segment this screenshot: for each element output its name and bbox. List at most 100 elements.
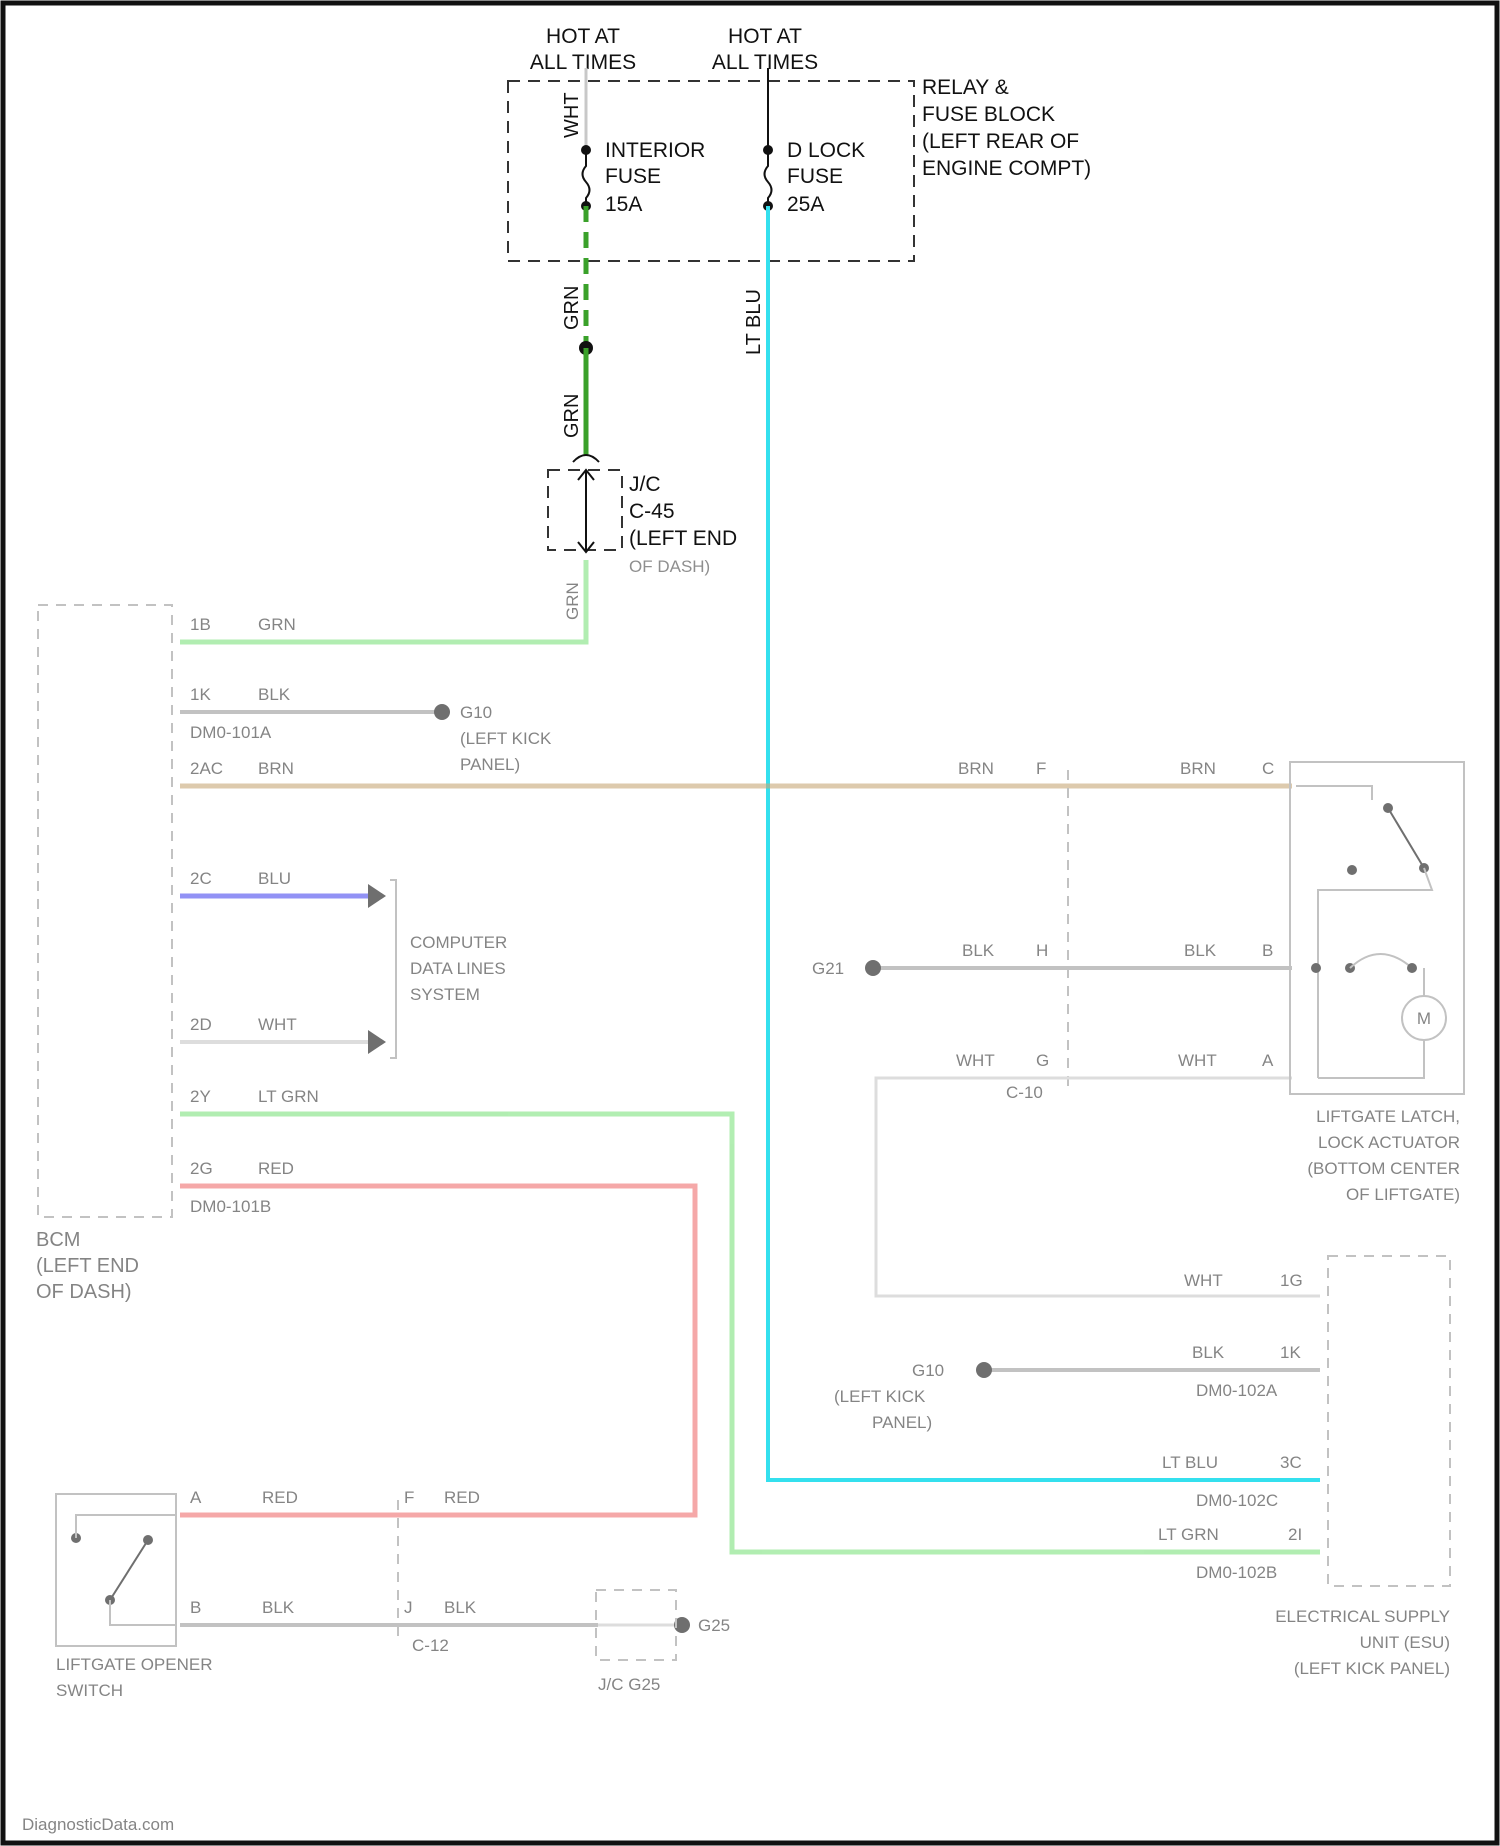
- pin-2c-label: 2C: [190, 869, 212, 888]
- interior-fuse-label-2: FUSE: [605, 165, 661, 188]
- hot-at-all-times-label-2: HOT AT: [728, 25, 802, 48]
- grn-wire-label-2: GRN: [561, 394, 583, 438]
- wht-wire-label: WHT: [561, 92, 583, 138]
- switch-red-mid-pin: F: [404, 1488, 414, 1507]
- pin-2y-label: 2Y: [190, 1087, 211, 1106]
- esu-label-2: UNIT (ESU): [1360, 1633, 1450, 1652]
- bcm-2g-red-wire: [180, 1186, 695, 1515]
- bcm-box: [38, 605, 172, 1217]
- jc-label-1: J/C: [629, 473, 661, 496]
- g21-label: G21: [812, 959, 844, 978]
- latch-internal-1: [1296, 786, 1372, 800]
- latch-node-3: [1407, 963, 1417, 973]
- switch-red-right-label: RED: [444, 1488, 480, 1507]
- latch-blk-pin-left: H: [1036, 941, 1048, 960]
- bcm-label-3: OF DASH): [36, 1281, 132, 1303]
- computer-data-label-3: SYSTEM: [410, 985, 480, 1004]
- pin-1k-label: 1K: [190, 685, 211, 704]
- pin-2d-label: 2D: [190, 1015, 212, 1034]
- latch-blk-right-label: BLK: [1184, 941, 1217, 960]
- pin-2y-wire-label: LT GRN: [258, 1087, 319, 1106]
- c10-label: C-10: [1006, 1083, 1043, 1102]
- relay-block-label-2: FUSE BLOCK: [922, 103, 1055, 126]
- pin-2ac-wire-label: BRN: [258, 759, 294, 778]
- latch-label-1: LIFTGATE LATCH,: [1316, 1107, 1460, 1126]
- esu-wht-label: WHT: [1184, 1271, 1223, 1290]
- pin-1b-wire-label: GRN: [258, 615, 296, 634]
- jc-grn-label: GRN: [563, 582, 582, 620]
- computer-data-bracket: [390, 880, 396, 1058]
- pin-1k-wire-label: BLK: [258, 685, 291, 704]
- switch-arm: [110, 1540, 148, 1600]
- relay-block-label-1: RELAY &: [922, 76, 1009, 99]
- wht-arrow: [368, 1030, 386, 1054]
- blu-arrow: [368, 884, 386, 908]
- lt-blu-wire: [768, 206, 1320, 1480]
- jc-label-3: (LEFT END: [629, 527, 737, 550]
- dlock-fuse-label-2: FUSE: [787, 165, 843, 188]
- liftgate-switch-box: [56, 1494, 176, 1646]
- latch-switch-arm: [1388, 808, 1424, 868]
- lt-blu-wire-label: LT BLU: [743, 289, 765, 355]
- hot-at-all-times-label-2b: ALL TIMES: [712, 51, 818, 74]
- latch-brn-left-label: BRN: [958, 759, 994, 778]
- hot-at-all-times-label-1b: ALL TIMES: [530, 51, 636, 74]
- esu-box: [1328, 1256, 1450, 1586]
- computer-data-label-1: COMPUTER: [410, 933, 507, 952]
- latch-label-4: OF LIFTGATE): [1346, 1185, 1460, 1204]
- esu-ltblu-pin: 3C: [1280, 1453, 1302, 1472]
- switch-red-pin: A: [190, 1488, 202, 1507]
- pin-2c-wire-label: BLU: [258, 869, 291, 888]
- pin-2d-wire-label: WHT: [258, 1015, 297, 1034]
- relay-block-label-3: (LEFT REAR OF: [922, 130, 1079, 153]
- watermark: DiagnosticData.com: [22, 1815, 174, 1834]
- esu-wht-pin: 1G: [1280, 1271, 1303, 1290]
- latch-brn-pin-right: C: [1262, 759, 1274, 778]
- latch-blk-pin-right: B: [1262, 941, 1273, 960]
- esu-blk-label: BLK: [1192, 1343, 1225, 1362]
- c12-label: C-12: [412, 1636, 449, 1655]
- pin-2g-wire-label: RED: [258, 1159, 294, 1178]
- interior-fuse-symbol: [583, 150, 590, 206]
- latch-node-1: [1311, 963, 1321, 973]
- dlock-fuse-label-3: 25A: [787, 193, 824, 216]
- switch-blk-left-label: BLK: [262, 1598, 295, 1617]
- g10-label-2: (LEFT KICK: [460, 729, 552, 748]
- esu-blk-pin: 1K: [1280, 1343, 1301, 1362]
- switch-blk-pin: B: [190, 1598, 201, 1617]
- switch-red-left-label: RED: [262, 1488, 298, 1507]
- latch-brn-pin-left: F: [1036, 759, 1046, 778]
- esu-g10-ground-dot: [976, 1362, 992, 1378]
- esu-ltgrn-label: LT GRN: [1158, 1525, 1219, 1544]
- esu-blk-conn: DM0-102A: [1196, 1381, 1278, 1400]
- esu-ltblu-conn: DM0-102C: [1196, 1491, 1278, 1510]
- switch-blk-mid-pin: J: [404, 1598, 413, 1617]
- liftgate-latch-box: [1290, 762, 1464, 1094]
- jc-label-2: C-45: [629, 500, 675, 523]
- switch-blk-right-label: BLK: [444, 1598, 477, 1617]
- esu-ltblu-label: LT BLU: [1162, 1453, 1218, 1472]
- pin-2ac-label: 2AC: [190, 759, 223, 778]
- latch-internal-2: [1318, 868, 1432, 1078]
- switch-lead-bottom: [110, 1600, 176, 1625]
- hot-at-all-times-label-1: HOT AT: [546, 25, 620, 48]
- dlock-fuse-symbol: [765, 150, 772, 206]
- latch-brn-right-label: BRN: [1180, 759, 1216, 778]
- latch-wht-pin-left: G: [1036, 1051, 1049, 1070]
- switch-lead-top: [76, 1515, 176, 1538]
- esu-ltgrn-pin: 2I: [1288, 1525, 1302, 1544]
- motor-label: M: [1417, 1009, 1431, 1028]
- pin-1b-label: 1B: [190, 615, 211, 634]
- bcm-label-2: (LEFT END: [36, 1255, 139, 1277]
- g10-label-1: G10: [460, 703, 492, 722]
- latch-blk-left-label: BLK: [962, 941, 995, 960]
- grn-wire-label-1: GRN: [561, 286, 583, 330]
- relay-block-label-4: ENGINE COMPT): [922, 157, 1091, 180]
- latch-internal-3: [1350, 954, 1412, 968]
- g10-ground-dot: [434, 704, 450, 720]
- esu-ltgrn-conn: DM0-102B: [1196, 1563, 1277, 1582]
- bcm-1b-grn-wire: [180, 560, 586, 642]
- jc-connector-curve: [573, 455, 599, 462]
- bcm-label-1: BCM: [36, 1229, 80, 1251]
